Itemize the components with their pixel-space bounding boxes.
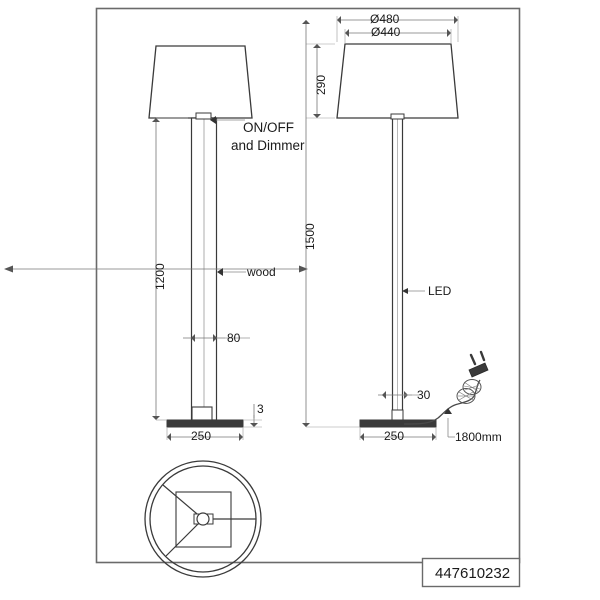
dim-side-base-width-250 — [359, 427, 437, 441]
dim-stem-height-1200 — [4, 117, 308, 421]
top-view — [144, 460, 262, 578]
part-number-box — [421, 557, 521, 588]
dim-label-80: 80 — [227, 331, 241, 345]
front-elevation-view — [148, 45, 253, 428]
front-base-plate — [166, 419, 244, 428]
dim-label-440: Ø440 — [371, 25, 401, 39]
dim-label-1200: 1200 — [153, 263, 167, 290]
front-dimmer-switch — [195, 112, 212, 120]
dim-total-height-1500 — [302, 20, 360, 428]
leader-led — [402, 288, 425, 294]
dim-base-width-250 — [166, 427, 244, 441]
dim-label-3: 3 — [257, 402, 264, 416]
label-cord-length: 1800mm — [455, 430, 502, 444]
dim-label-250-side: 250 — [384, 429, 405, 443]
dim-stem-width-80 — [183, 334, 250, 342]
label-dimmer: and Dimmer — [231, 138, 305, 153]
part-number-label: 447610232 — [435, 565, 511, 582]
cord-coil — [456, 379, 482, 404]
dim-shade-outer-480 — [336, 16, 459, 42]
top-view-outer-circle — [144, 460, 262, 578]
dim-base-thickness-3 — [243, 404, 262, 428]
dim-label-250-front: 250 — [191, 429, 212, 443]
dim-shade-inner-440 — [344, 29, 452, 44]
front-lampshade — [148, 45, 253, 119]
label-led: LED — [428, 284, 452, 298]
dim-label-290: 290 — [314, 74, 328, 95]
label-on-off: ON/OFF — [243, 120, 294, 135]
leader-on-off-dimmer — [210, 116, 245, 124]
dim-label-480: Ø480 — [370, 12, 400, 26]
side-lampshade — [336, 43, 459, 119]
side-stem-cap — [390, 113, 405, 120]
side-elevation-view — [336, 43, 459, 428]
top-view-hub — [196, 512, 210, 526]
dim-label-1500: 1500 — [303, 223, 317, 250]
side-base-riser — [391, 409, 404, 421]
sheet-border — [95, 7, 521, 564]
dim-shade-height-290 — [306, 43, 335, 119]
power-plug-icon — [468, 350, 489, 378]
dim-stem-width-30 — [378, 391, 420, 399]
front-base-riser — [191, 406, 213, 421]
leader-cord-length — [444, 408, 455, 438]
dim-label-30: 30 — [417, 388, 431, 402]
label-wood: wood — [247, 265, 276, 279]
leader-wood — [217, 268, 246, 276]
